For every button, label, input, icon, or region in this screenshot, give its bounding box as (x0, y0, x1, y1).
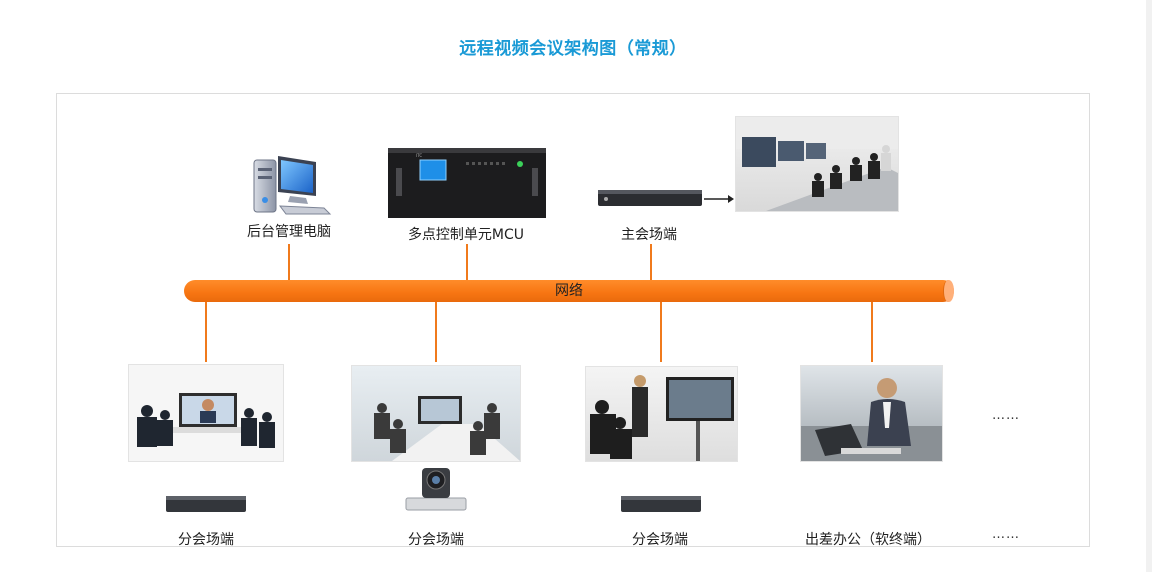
diagram-frame (56, 93, 1090, 547)
branch-terminal-box-3 (621, 496, 701, 512)
connector-branch-1 (205, 302, 207, 362)
connector-branch-2 (435, 302, 437, 362)
ptz-camera-icon (405, 468, 467, 511)
branch-site-photo-3 (585, 366, 738, 462)
connector-branch-3 (660, 302, 662, 362)
network-bus: 网络 (184, 280, 954, 302)
branch-site-photo-1 (128, 364, 284, 462)
terminal-box-icon (598, 190, 702, 206)
main-site-label: 主会场端 (621, 227, 677, 243)
desktop-computer-icon (253, 156, 332, 215)
mcu-label: 多点控制单元MCU (407, 227, 525, 243)
branch-site-photo-2 (351, 365, 521, 462)
connector-main-site (650, 244, 652, 280)
admin-pc-label: 后台管理电脑 (247, 224, 331, 240)
network-bus-end (943, 280, 954, 302)
mcu-rack-icon: ITC (388, 148, 546, 218)
remote-office-photo (800, 365, 943, 462)
remote-office-label: 出差办公（软终端） (805, 532, 931, 548)
arrow-right-icon (704, 195, 734, 203)
main-conference-room-photo (735, 116, 899, 212)
connector-admin-pc (288, 244, 290, 280)
connector-remote-office (871, 302, 873, 362)
connector-mcu (466, 244, 468, 280)
svg-text:ITC: ITC (416, 153, 422, 158)
right-gutter (1146, 0, 1152, 572)
network-label: 网络 (555, 283, 583, 299)
more-sites-ellipsis: …… (992, 408, 1020, 423)
branch-site-label-2: 分会场端 (408, 532, 464, 548)
branch-site-label-3: 分会场端 (632, 532, 688, 548)
branch-site-label-1: 分会场端 (178, 532, 234, 548)
more-sites-ellipsis-bottom: …… (992, 527, 1020, 542)
branch-terminal-box-1 (166, 496, 246, 512)
diagram-title: 远程视频会议架构图（常规） (459, 39, 687, 59)
